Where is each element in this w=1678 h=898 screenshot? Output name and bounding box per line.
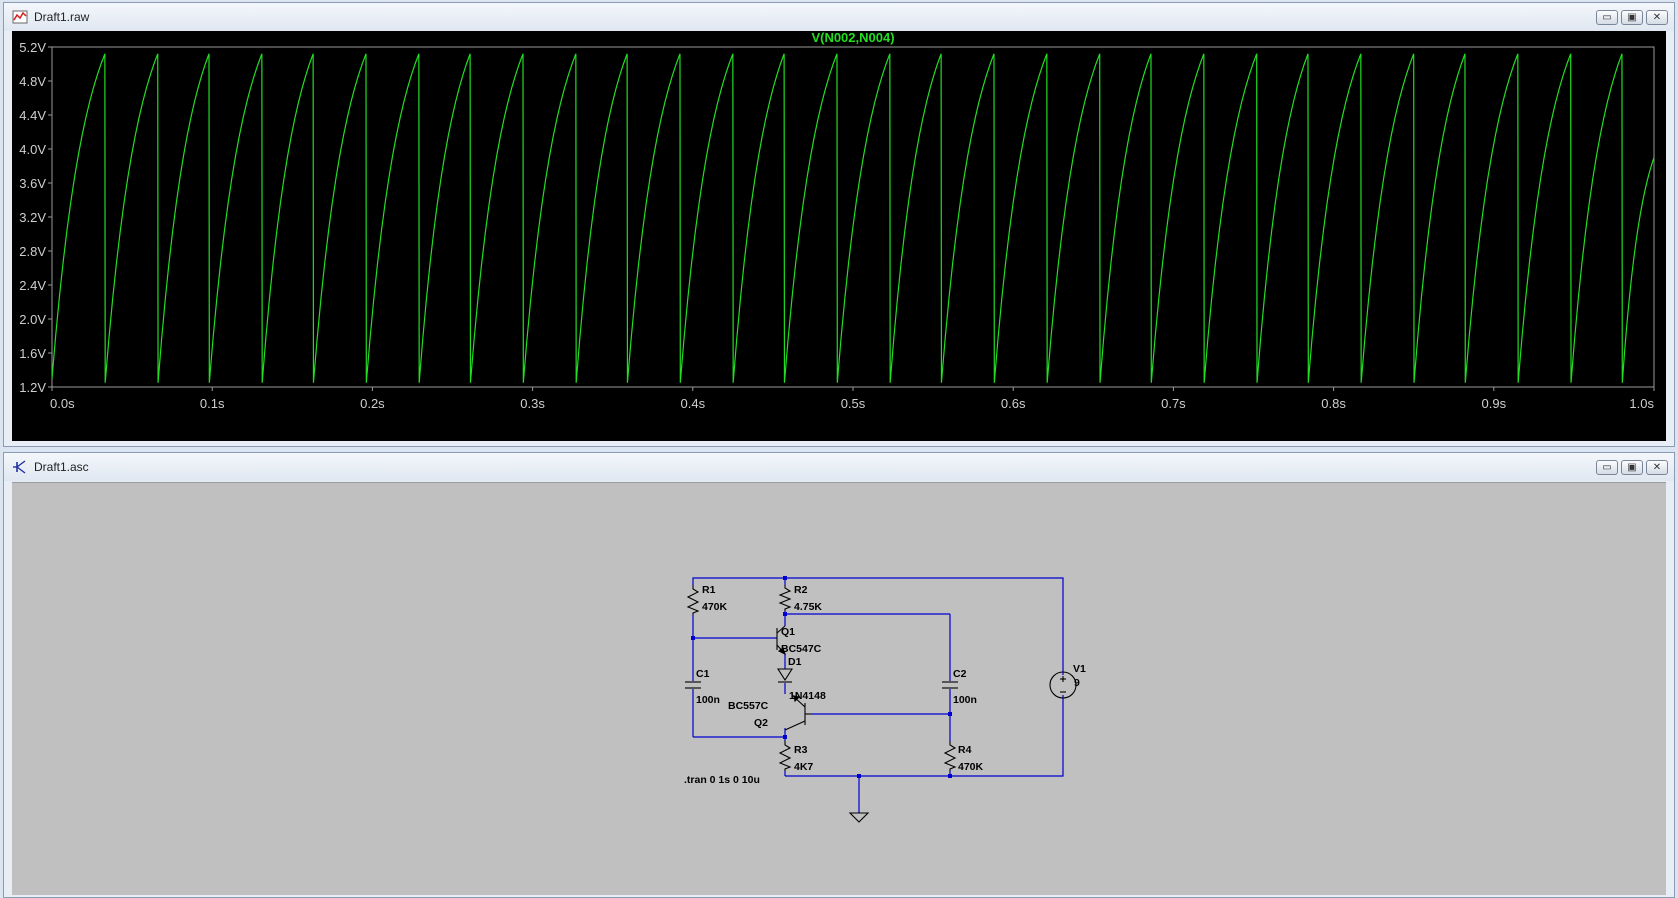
voltage-source-v1-symbol: [1049, 671, 1077, 699]
c2-value: 100n: [953, 694, 977, 706]
schematic-window-titlebar[interactable]: Draft1.asc ▭▣✕: [4, 453, 1674, 481]
r2-value: 4.75K: [794, 601, 822, 613]
v1-value: 9: [1074, 677, 1080, 689]
schematic-window-title: Draft1.asc: [34, 460, 89, 474]
waveform-window-title: Draft1.raw: [34, 10, 90, 24]
waveform-plot-area[interactable]: V(N002,N004) 1.2V 1.6V 2.0V 2.4V 2.8V 3.2V 3.6V…: [12, 31, 1666, 441]
y-tick-label: 3.6V: [19, 176, 46, 191]
x-tick-label: 0.2s: [360, 396, 385, 411]
r4-ref: R4: [958, 744, 972, 756]
c1-ref: C1: [696, 668, 710, 680]
waveform-chart[interactable]: V(N002,N004) 1.2V 1.6V 2.0V 2.4V 2.8V 3.2V 3.6V…: [12, 31, 1666, 441]
spice-directive[interactable]: .tran 0 1s 0 10u: [684, 774, 760, 786]
c1-value: 100n: [696, 694, 720, 706]
trace-label: V(N002,N004): [811, 31, 894, 45]
component-labels: R1 470K R2 4.75K Q1 BC547C D1 1N4148 C1 …: [684, 584, 1086, 786]
minimize-button[interactable]: ▭: [1596, 460, 1618, 475]
schematic-drawing[interactable]: R1 470K R2 4.75K Q1 BC547C D1 1N4148 C1 …: [12, 483, 1666, 895]
diode-d1-symbol: [776, 668, 794, 682]
d1-value: 1N4148: [789, 690, 826, 702]
x-tick-label: 0.5s: [841, 396, 866, 411]
y-tick-label: 1.6V: [19, 346, 46, 361]
q1-value: BC547C: [781, 643, 822, 655]
restore-button[interactable]: ▣: [1621, 460, 1643, 475]
q1-ref: Q1: [781, 626, 795, 638]
x-tick-label: 0.0s: [50, 396, 75, 411]
resistor-r4-symbol: [943, 741, 957, 771]
close-button[interactable]: ✕: [1646, 460, 1668, 475]
resistor-r2-symbol: [778, 585, 792, 611]
x-tick-label: 0.4s: [681, 396, 706, 411]
y-tick-label: 2.8V: [19, 244, 46, 259]
q2-value: BC557C: [728, 700, 769, 712]
waveform-window[interactable]: Draft1.raw ▭▣✕ V(N002,N004) 1.2V 1.6V 2.0V 2…: [3, 2, 1675, 447]
waveform-icon: [12, 10, 28, 24]
d1-ref: D1: [788, 656, 802, 668]
r2-ref: R2: [794, 584, 808, 596]
r4-value: 470K: [958, 761, 984, 773]
y-tick-label: 2.0V: [19, 312, 46, 327]
y-tick-label: 5.2V: [19, 40, 46, 55]
x-tick-label: 0.8s: [1321, 396, 1346, 411]
schematic-icon: [13, 460, 26, 474]
junctions: [691, 576, 952, 778]
waveform-window-titlebar[interactable]: Draft1.raw ▭▣✕: [4, 3, 1674, 31]
r3-ref: R3: [794, 744, 808, 756]
schematic-canvas[interactable]: R1 470K R2 4.75K Q1 BC547C D1 1N4148 C1 …: [12, 482, 1666, 895]
y-tick-label: 4.8V: [19, 74, 46, 89]
x-tick-label: 0.6s: [1001, 396, 1026, 411]
close-button[interactable]: ✕: [1646, 10, 1668, 25]
r1-ref: R1: [702, 584, 716, 596]
y-tick-label: 4.0V: [19, 142, 46, 157]
y-tick-label: 1.2V: [19, 380, 46, 395]
ground-symbol: [848, 812, 870, 823]
wires: [692, 577, 1064, 813]
x-tick-label: 0.3s: [520, 396, 545, 411]
r1-value: 470K: [702, 601, 728, 613]
trace-line: [51, 53, 1655, 383]
y-tick-label: 4.4V: [19, 108, 46, 123]
resistor-r3-symbol: [778, 741, 792, 771]
minimize-button[interactable]: ▭: [1596, 10, 1618, 25]
y-tick-label: 2.4V: [19, 278, 46, 293]
x-tick-label: 0.9s: [1482, 396, 1507, 411]
schematic-window[interactable]: Draft1.asc ▭▣✕: [3, 452, 1675, 898]
v1-ref: V1: [1073, 663, 1086, 675]
restore-button[interactable]: ▣: [1621, 10, 1643, 25]
x-tick-label: 0.1s: [200, 396, 225, 411]
component-symbols: [685, 585, 1077, 823]
c2-ref: C2: [953, 668, 967, 680]
q2-ref: Q2: [754, 717, 768, 729]
y-tick-label: 3.2V: [19, 210, 46, 225]
resistor-r1-symbol: [686, 585, 700, 615]
x-tick-label: 1.0s: [1629, 396, 1654, 411]
x-tick-label: 0.7s: [1161, 396, 1186, 411]
r3-value: 4K7: [794, 761, 813, 773]
